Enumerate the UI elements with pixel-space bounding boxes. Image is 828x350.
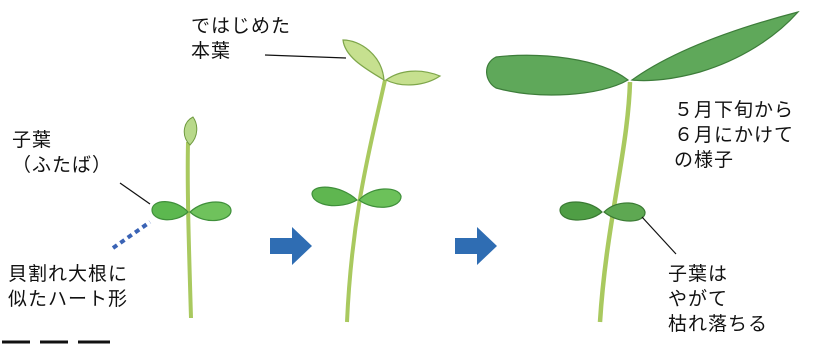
true-leaf-right-2 [386,71,440,85]
cotyledon-right-1 [190,202,231,221]
heading-fragment [0,338,120,350]
label-fall-off: 子葉は やがて 枯れ落ちる [668,262,768,337]
cotyledon-right-2 [359,189,401,207]
stem-1 [188,142,191,318]
cotyledon-leader-line [120,183,150,204]
heart-dotted-line [113,222,150,248]
label-new-leaf: ではじめた 本葉 [191,14,291,64]
seedling-stage-2 [312,40,440,322]
cotyledon-left-3 [560,202,602,220]
label-late-may: ５月下旬から ６月にかけて の様子 [674,98,794,173]
small-true-leaf-1 [184,117,197,145]
big-leaf-right-3 [632,12,798,81]
true-leaf-left-2 [343,40,384,80]
seedling-stage-1 [152,117,231,318]
stem-3 [600,82,630,322]
cotyledon-left-2 [312,187,357,206]
arrow-icon-1 [270,227,312,265]
arrow-icon-2 [455,227,497,265]
big-leaf-left-3 [487,55,628,95]
fall-off-leader-line [642,217,676,254]
label-heart-shape: 貝割れ大根に 似たハート形 [8,262,128,312]
cotyledon-left-1 [152,202,188,220]
label-cotyledon: 子葉 （ふたば） [12,128,112,178]
